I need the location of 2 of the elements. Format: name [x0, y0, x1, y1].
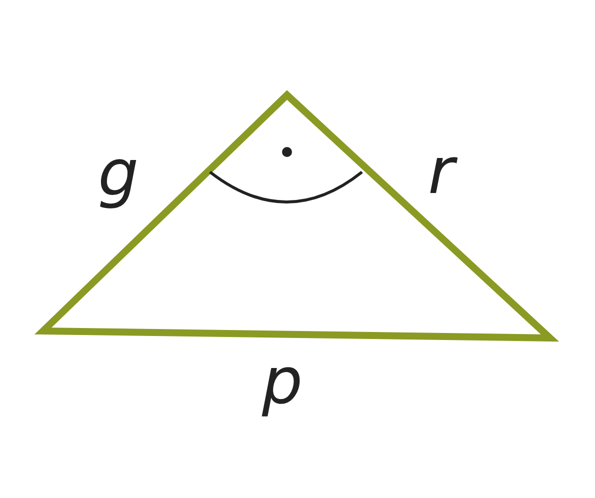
- side-label: g: [98, 142, 139, 206]
- side-label: p: [262, 350, 303, 414]
